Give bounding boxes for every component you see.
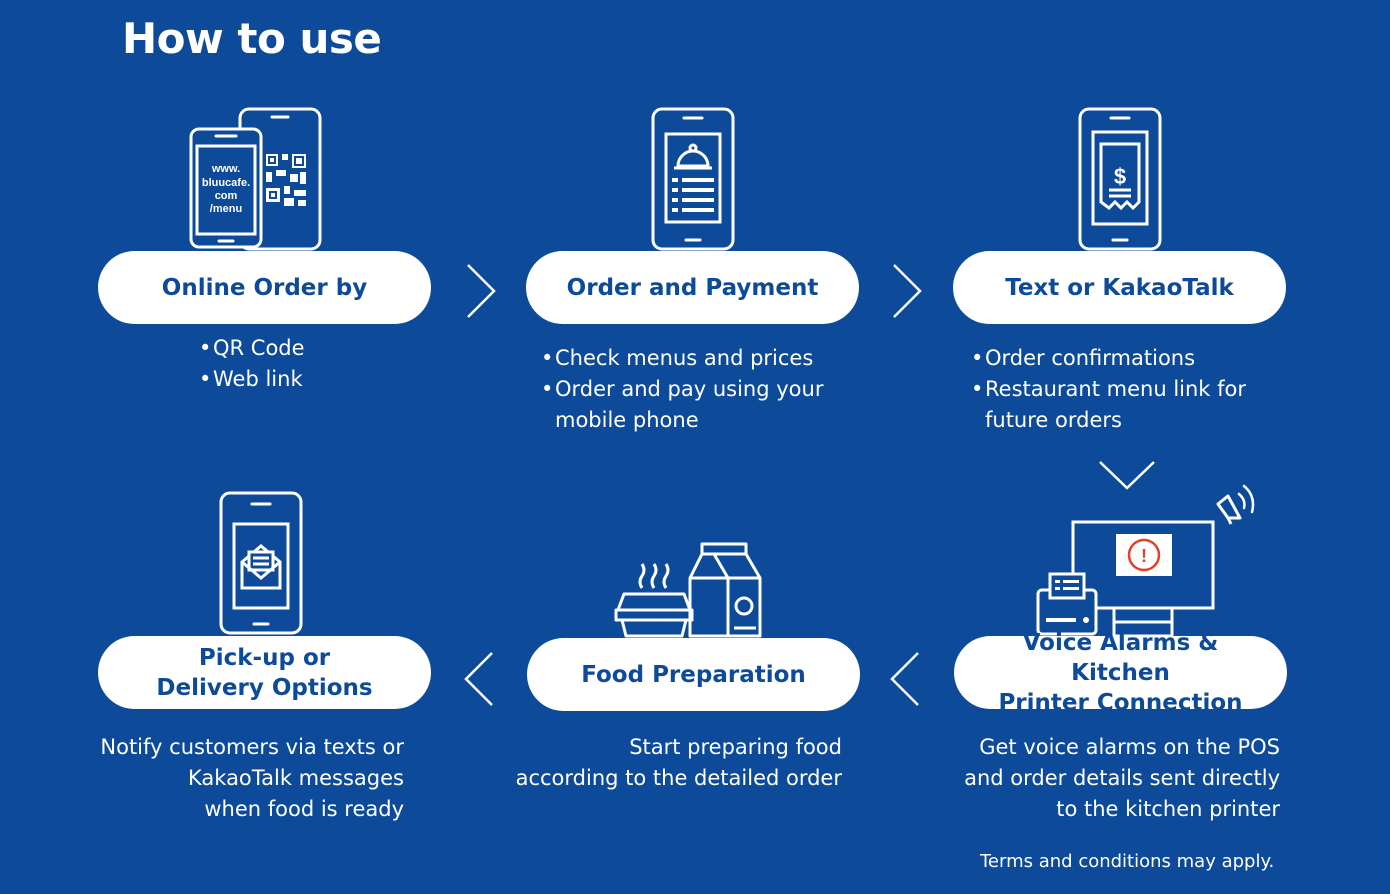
step-title-line: Printer Connection xyxy=(998,689,1243,716)
alert-icon: ! xyxy=(1141,546,1147,566)
desc-line: Get voice alarms on the POS xyxy=(979,735,1280,759)
phone-envelope-icon xyxy=(219,491,303,635)
step-voice-alarm-pill: Voice Alarms & Kitchen Printer Connectio… xyxy=(954,630,1287,716)
phone-qr-icon: www. bluucafe. com /menu xyxy=(189,107,322,251)
desc-line: to the kitchen printer xyxy=(1056,797,1280,821)
chevron-down-icon xyxy=(1099,461,1155,490)
step-title-line: Delivery Options xyxy=(156,674,373,701)
screen-text-line: www. xyxy=(211,163,240,175)
desc-line: when food is ready xyxy=(204,797,404,821)
bullet-item: Order confirmations xyxy=(971,343,1291,374)
page-title: How to use xyxy=(122,14,382,63)
step-order-payment-desc: Check menus and prices Order and pay usi… xyxy=(541,343,871,436)
desc-line: Start preparing food xyxy=(629,735,842,759)
desc-line: according to the detailed order xyxy=(515,766,842,790)
bullet-item: Order and pay using your mobile phone xyxy=(541,374,871,436)
bullet-item: Restaurant menu link for future orders xyxy=(971,374,1291,436)
step-title-line: Voice Alarms & Kitchen xyxy=(1022,629,1219,686)
step-text-kakaotalk-pill: Text or KakaoTalk xyxy=(953,251,1286,324)
screen-text-line: /menu xyxy=(210,203,242,215)
bullet-item: Check menus and prices xyxy=(541,343,871,374)
step-text-kakaotalk-desc: Order confirmations Restaurant menu link… xyxy=(971,343,1291,436)
step-food-prep-desc: Start preparing food according to the de… xyxy=(480,732,842,794)
bullet-item: QR Code xyxy=(199,333,305,364)
desc-line: and order details sent directly xyxy=(964,766,1280,790)
dollar-icon: $ xyxy=(1114,164,1126,189)
chevron-left-icon xyxy=(464,652,493,706)
pos-printer-icon: ! xyxy=(1036,484,1255,638)
step-title: Food Preparation xyxy=(581,661,806,688)
screen-text-line: bluucafe. xyxy=(202,177,250,189)
step-title: Order and Payment xyxy=(566,274,819,301)
food-container-icon xyxy=(614,542,762,638)
chevron-right-icon xyxy=(467,264,496,318)
step-title: Online Order by xyxy=(161,274,368,301)
screen-text-line: com xyxy=(215,190,238,202)
step-voice-alarm-desc: Get voice alarms on the POS and order de… xyxy=(920,732,1280,825)
step-online-order-pill: Online Order by xyxy=(98,251,431,324)
bullet-item: Web link xyxy=(199,364,305,395)
phone-receipt-icon: $ xyxy=(1078,107,1162,251)
step-title: Text or KakaoTalk xyxy=(1005,274,1234,301)
chevron-right-icon xyxy=(893,264,922,318)
chevron-left-icon xyxy=(890,652,919,706)
desc-line: KakaoTalk messages xyxy=(188,766,404,790)
step-pickup-delivery-pill: Pick-up or Delivery Options xyxy=(98,636,431,709)
step-order-payment-pill: Order and Payment xyxy=(526,251,859,324)
step-pickup-delivery-desc: Notify customers via texts or KakaoTalk … xyxy=(60,732,404,825)
phone-menu-icon xyxy=(651,107,735,251)
terms-note: Terms and conditions may apply. xyxy=(980,851,1275,872)
desc-line: Notify customers via texts or xyxy=(100,735,404,759)
step-food-prep-pill: Food Preparation xyxy=(527,638,860,711)
step-online-order-desc: QR Code Web link xyxy=(199,333,305,395)
step-title-line: Pick-up or xyxy=(198,644,331,671)
